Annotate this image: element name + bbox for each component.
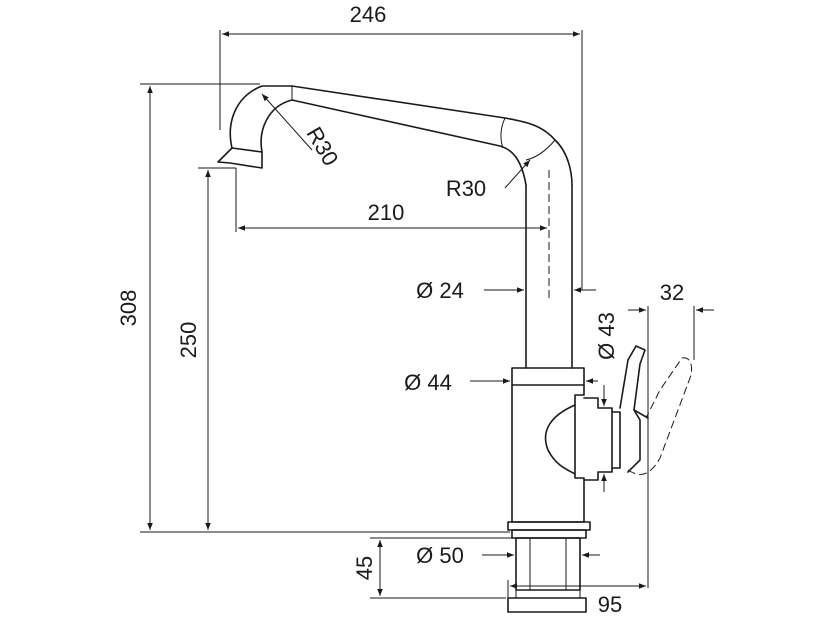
label-overall-height: 308 — [116, 290, 141, 327]
label-base-height: 45 — [352, 556, 377, 580]
label-spout-height: 250 — [176, 322, 201, 359]
label-lever-offset: 32 — [660, 280, 684, 305]
label-lever-diameter: Ø 43 — [594, 312, 619, 360]
label-body-diameter: Ø 44 — [404, 370, 452, 395]
label-pipe-diameter: Ø 24 — [416, 278, 464, 303]
label-base-width: 95 — [598, 592, 622, 617]
label-bend-radius-lower: R30 — [446, 176, 486, 201]
label-spout-reach: 210 — [368, 200, 405, 225]
label-overall-width: 246 — [350, 2, 387, 27]
faucet-outline — [217, 85, 693, 613]
label-base-diameter: Ø 50 — [416, 543, 464, 568]
label-bend-radius-upper: R30 — [302, 123, 344, 170]
dimension-lines — [140, 30, 714, 600]
